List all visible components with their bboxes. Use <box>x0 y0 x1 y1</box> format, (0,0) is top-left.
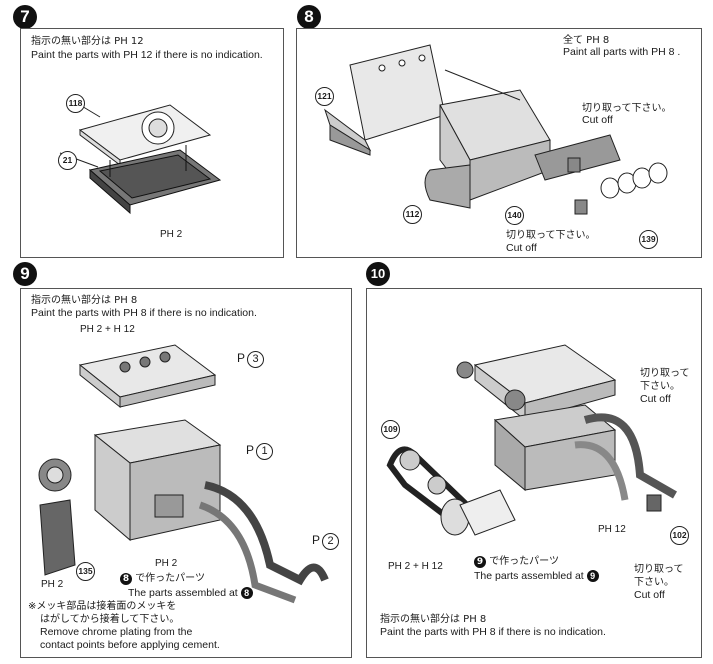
part-121-callout: 121 <box>315 87 334 106</box>
step-8-number: 8 <box>297 5 321 29</box>
step-7-number: 7 <box>13 5 37 29</box>
part-21-callout: 21 <box>58 151 77 170</box>
step-8-note-en: Paint all parts with PH 8 . <box>563 46 681 58</box>
step-10-number: 10 <box>366 262 390 286</box>
part-109-callout: 109 <box>381 420 400 439</box>
step-7-note-en: Paint the parts with PH 12 if there is n… <box>31 49 263 61</box>
step-9-note-en: Paint the parts with PH 8 if there is no… <box>31 307 257 319</box>
step-10-cut-en-1: Cut off <box>640 393 671 405</box>
step-9-tag-top: PH 2 + H 12 <box>80 324 135 335</box>
part-102-callout: 102 <box>670 526 689 545</box>
step-10-made-en-ref: 9 <box>586 570 599 582</box>
p2-letter: P <box>312 533 321 547</box>
part-140-callout: 140 <box>505 206 524 225</box>
step-9-made-en-ref: 8 <box>240 587 253 599</box>
step-10-illustration <box>386 344 677 536</box>
step-9-warn-en-2: contact points before applying cement. <box>40 639 220 651</box>
step-10-cut-jp-1b: 下さい。 <box>640 381 680 392</box>
step-10-made: 9 で作ったパーツ <box>474 555 559 568</box>
step-9-tag-135: PH 2 <box>41 579 64 590</box>
step-9-made: 8 で作ったパーツ <box>120 572 205 585</box>
part-139-callout: 139 <box>639 230 658 249</box>
step-8-panel <box>296 28 702 258</box>
step-9-warn-jp-2: はがしてから接着して下さい。 <box>40 614 180 625</box>
step-8-cut-en-1: Cut off <box>582 114 613 126</box>
step-9-illustration <box>38 344 329 604</box>
step-7-note-jp: 指示の無い部分は PH 12 <box>31 36 144 47</box>
step-10-panel <box>366 288 702 658</box>
step-10-cut-jp-2b: 下さい。 <box>634 577 674 588</box>
step-9-warn-jp-1: ※メッキ部品は接着面のメッキを <box>28 601 177 612</box>
step-7-illustration <box>59 104 222 215</box>
step-8-cut-jp-1: 切り取って下さい。 <box>582 103 672 114</box>
step-9-made-en-line: The parts assembled at 8 <box>128 587 253 600</box>
step-10-note-jp: 指示の無い部分は PH 8 <box>380 614 487 625</box>
step-8-cut-jp-2: 切り取って下さい。 <box>506 230 596 241</box>
step-10-note-en: Paint the parts with PH 8 if there is no… <box>380 626 606 638</box>
step-8-note-jp: 全て PH 8 <box>563 35 610 46</box>
step-9-made-jp: で作ったパーツ <box>135 573 205 584</box>
p3-letter: P <box>237 351 246 365</box>
step-9-number: 9 <box>13 262 37 286</box>
step-10-made-en: The parts assembled at <box>474 570 584 582</box>
part-135-callout: 135 <box>76 562 95 581</box>
part-112-callout: 112 <box>403 205 422 224</box>
step-10-cut-jp-1a: 切り取って <box>640 368 690 379</box>
step-9-panel <box>20 288 352 658</box>
step-9-tag-mid: PH 2 <box>155 558 178 569</box>
step-9-made-en: The parts assembled at <box>128 587 238 599</box>
step-7-panel <box>20 28 284 258</box>
step-10-made-jp: で作ったパーツ <box>489 556 559 567</box>
p2-num: 2 <box>322 533 340 550</box>
step-8-cut-en-2: Cut off <box>506 242 537 254</box>
step-9-warn-en-1: Remove chrome plating from the <box>40 626 193 638</box>
p1-num: 1 <box>256 443 274 460</box>
step-10-tag-belt: PH 2 + H 12 <box>388 561 443 572</box>
step-10-cut-en-2: Cut off <box>634 589 665 601</box>
part-118-callout: 118 <box>66 94 85 113</box>
step-9-note-jp: 指示の無い部分は PH 8 <box>31 295 138 306</box>
p3-num: 3 <box>247 351 265 368</box>
step-10-tag-102: PH 12 <box>598 524 626 535</box>
step-10-made-en-line: The parts assembled at 9 <box>474 570 599 583</box>
step-8-illustration <box>324 44 668 215</box>
p1-letter: P <box>246 443 255 457</box>
step-10-cut-jp-2a: 切り取って <box>634 564 684 575</box>
step-9-made-ref: 8 <box>120 573 132 585</box>
step-7-paint-tag: PH 2 <box>160 229 183 240</box>
step-10-made-ref: 9 <box>474 556 486 568</box>
